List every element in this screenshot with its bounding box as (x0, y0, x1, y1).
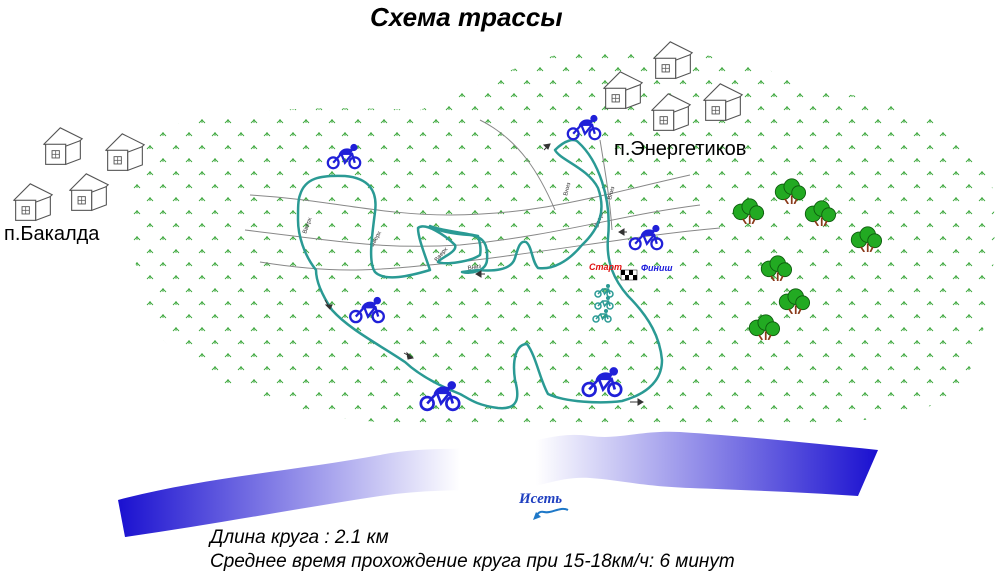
road-label: Вниз (563, 182, 572, 197)
road-label: Вниз (467, 264, 482, 272)
grass-area (131, 47, 995, 430)
race-track (296, 138, 664, 410)
place-label-bakalda: п.Бакалда (4, 223, 100, 245)
house-icon (653, 41, 693, 79)
lap-time-text: Среднее время прохождение круга при 15-1… (210, 551, 735, 572)
finish-label: Финиш (641, 263, 673, 273)
start-label: Старт (589, 262, 623, 272)
river-label: Исеть (519, 491, 563, 507)
road-label: Вниз (607, 186, 616, 201)
place-label-energetikov: п.Энергетиков (614, 138, 747, 160)
road-label: Вверх (302, 217, 313, 235)
checkered-flag-icon (620, 269, 638, 281)
house-icon (43, 127, 83, 165)
page-title: Схема трассы (370, 2, 563, 32)
house-icon (69, 173, 109, 211)
lap-length-text: Длина круга : 2.1 км (210, 527, 389, 548)
house-icon (105, 133, 145, 171)
river-isset (118, 431, 878, 537)
river-flow-arrow-icon (533, 507, 569, 520)
house-icon (13, 183, 53, 221)
